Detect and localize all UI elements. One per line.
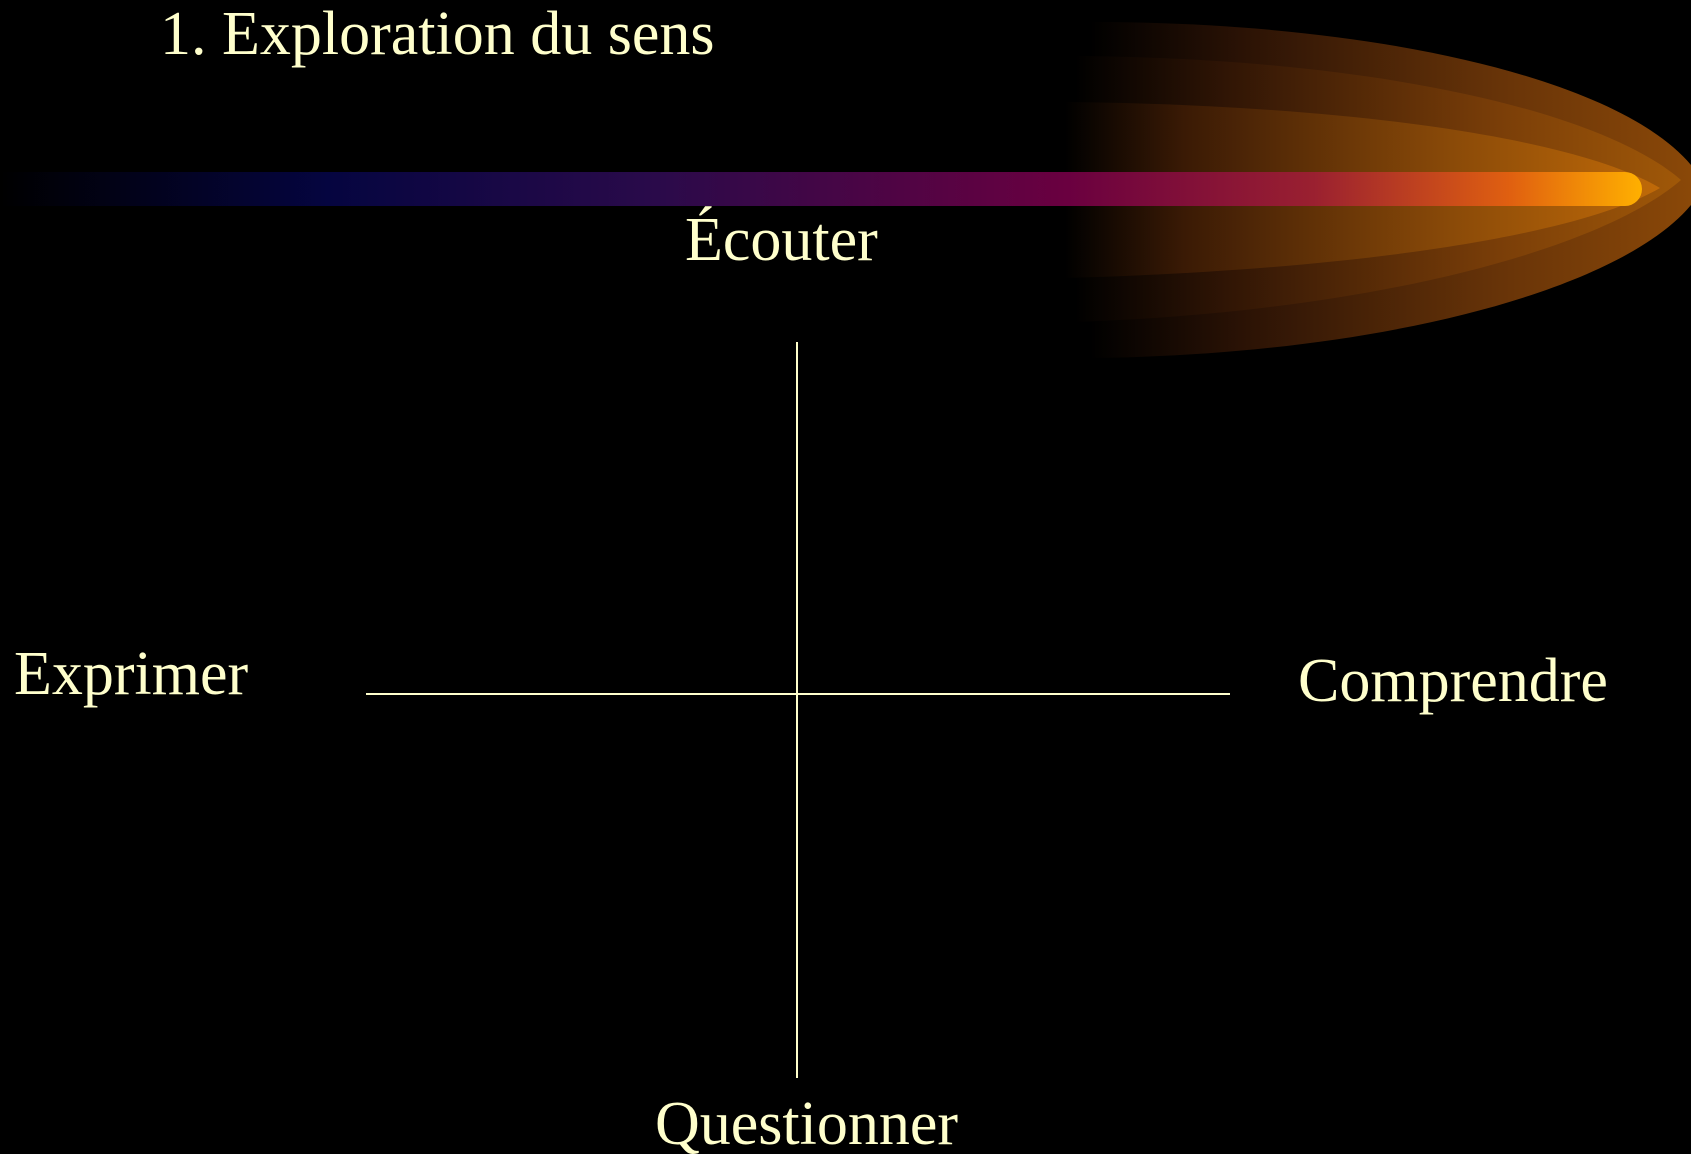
bottom-axis-label: Questionner <box>655 1093 958 1154</box>
horizontal-axis-line <box>366 693 1230 695</box>
comet-streak <box>0 172 1642 206</box>
vertical-axis-line <box>796 342 798 1078</box>
right-axis-label: Comprendre <box>1298 650 1608 712</box>
top-axis-label: Écouter <box>685 209 878 271</box>
left-axis-label: Exprimer <box>14 643 248 705</box>
slide-title: 1. Exploration du sens <box>160 3 715 65</box>
